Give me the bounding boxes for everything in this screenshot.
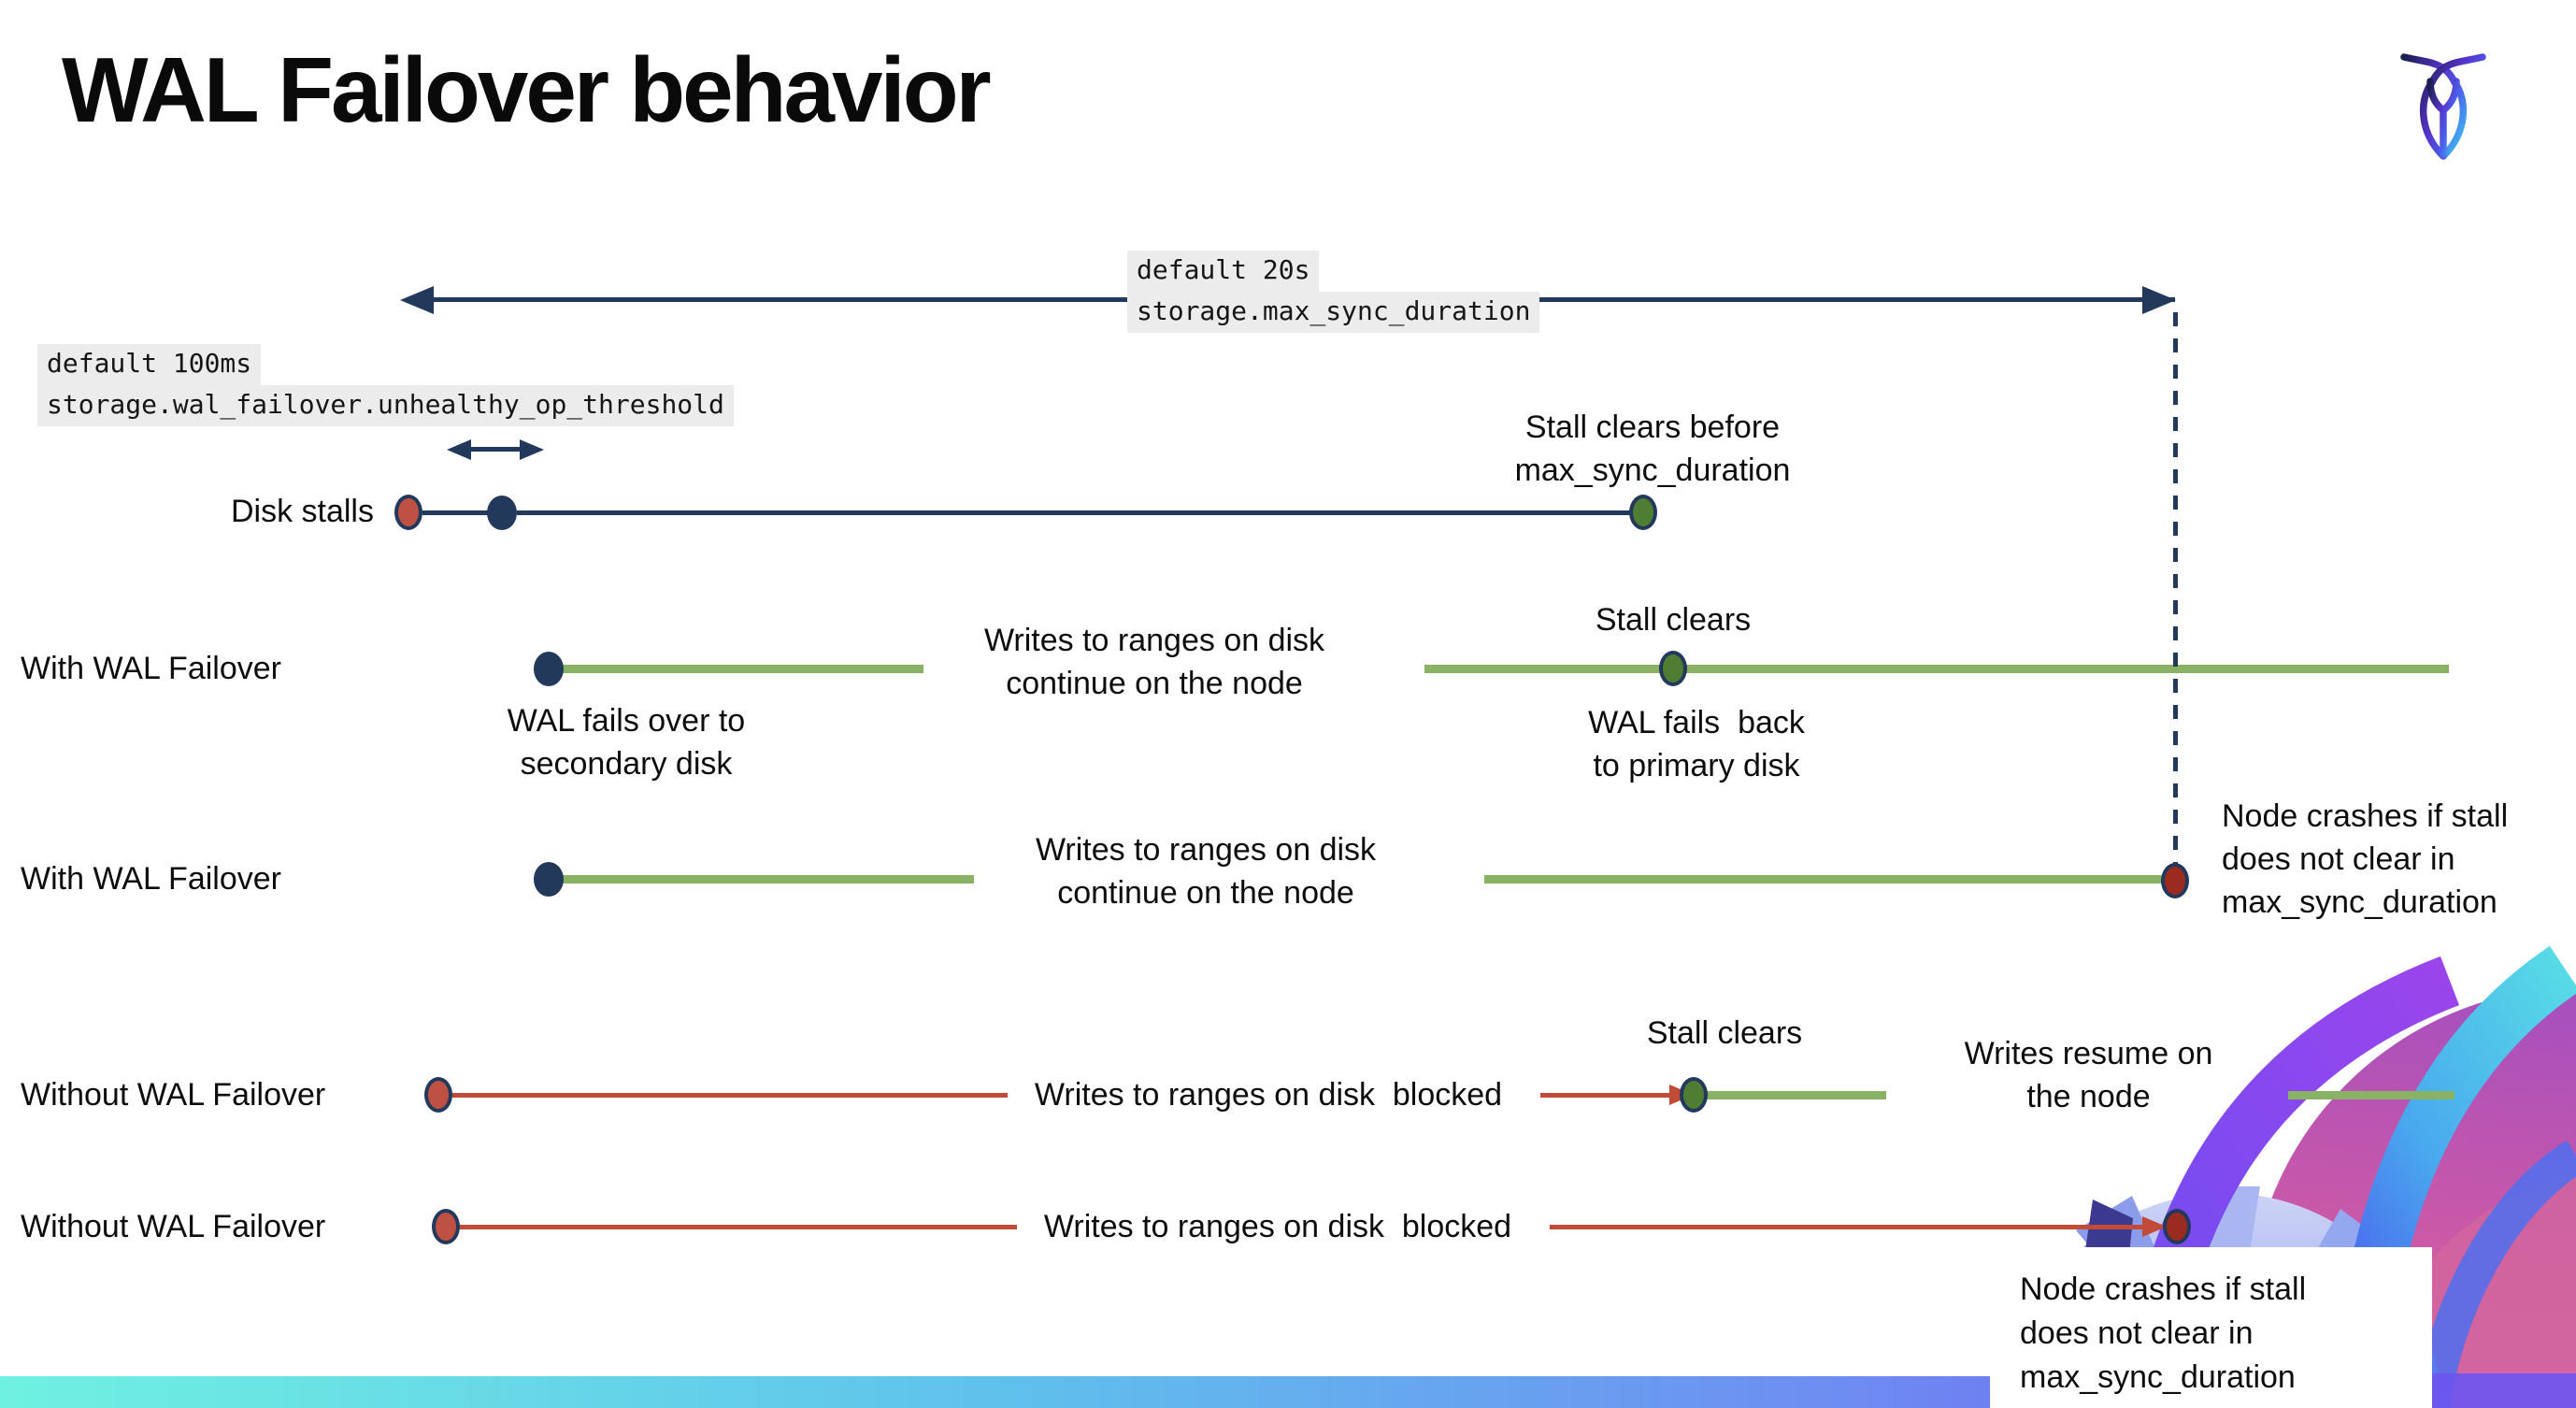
writes-resume-note: Writes resume on the node (1964, 1036, 2213, 1114)
stall-clears-label-3: Stall clears (1646, 1015, 1803, 1051)
writes-blocked-note-2: Writes to ranges on disk blocked (1043, 1209, 1512, 1244)
threshold-default-value: default 100ms (37, 344, 262, 385)
failover-dot-2 (534, 862, 564, 897)
stall-clears-dot (1629, 495, 1657, 530)
max-sync-default-value: default 20s (1127, 251, 1320, 292)
blocked-arrowhead-icon-2 (2142, 1216, 2167, 1237)
page-title: WAL Failover behavior (62, 38, 992, 141)
threshold-span-line (467, 447, 522, 452)
max-sync-setting-name: storage.max_sync_duration (1127, 292, 1540, 333)
row-label-with-wal-failover-2: With WAL Failover (21, 861, 281, 897)
stall-clears-dot-2 (1659, 651, 1687, 686)
writes-continue-note: Writes to ranges on disk continue on the… (983, 623, 1325, 701)
stall-clears-label-2: Stall clears (1595, 602, 1752, 638)
node-crash-dot-2 (2163, 1209, 2191, 1244)
stall-start-dot-2 (424, 1077, 452, 1113)
stall-clears-dot-3 (1680, 1077, 1708, 1113)
writes-blocked-line-2b (1550, 1225, 2142, 1229)
row-label-without-wal-failover-1: Without WAL Failover (21, 1077, 326, 1113)
row-label-without-wal-failover-2: Without WAL Failover (21, 1209, 326, 1244)
stall-duration-line (517, 510, 1643, 515)
writes-continue-line-2a (561, 875, 974, 884)
threshold-arrowhead-left-icon (447, 439, 471, 460)
stall-start-dot-3 (432, 1209, 460, 1244)
stall-clears-before-note: Stall clears before max_sync_duration (1514, 409, 1791, 488)
node-crash-note: Node crashes if stall does not clear in … (2222, 798, 2509, 920)
threshold-arrowhead-right-icon (520, 439, 544, 460)
arrowhead-right-icon (2142, 286, 2176, 314)
row-label-with-wal-failover-1: With WAL Failover (21, 651, 281, 686)
arrowhead-left-icon (400, 286, 434, 314)
writes-continue-line-a (561, 665, 923, 673)
cockroachdb-logo-icon (2400, 53, 2486, 160)
stall-start-dot (394, 495, 422, 530)
max-sync-deadline-dashed-line (2173, 312, 2178, 871)
wal-fails-over-note: WAL fails over to secondary disk (507, 703, 746, 782)
row-label-disk-stalls: Disk stalls (230, 494, 374, 529)
threshold-setting-name: storage.wal_failover.unhealthy_op_thresh… (37, 385, 734, 426)
node-crash-note-2: Node crashes if stall does not clear in … (2020, 1272, 2307, 1395)
writes-blocked-line-b (1540, 1093, 1669, 1098)
threshold-segment-line (422, 510, 505, 515)
writes-continue-line-b (1424, 665, 1673, 673)
node-crash-caption-box: Node crashes if stall does not clear in … (1990, 1247, 2432, 1408)
unhealthy-op-threshold-callout: default 100ms storage.wal_failover.unhea… (37, 344, 734, 426)
wal-fails-back-note: WAL fails back to primary disk (1588, 705, 1805, 783)
writes-continue-line-c (1684, 665, 2449, 673)
writes-blocked-line-2a (460, 1225, 1017, 1229)
writes-continue-line-2b (1484, 875, 2170, 884)
writes-resume-line-a (1707, 1091, 1886, 1099)
max-sync-duration-callout: default 20s storage.max_sync_duration (1127, 251, 1540, 333)
node-crash-dot (2161, 863, 2189, 898)
failover-dot (534, 652, 564, 686)
writes-blocked-line-a (452, 1093, 1008, 1098)
writes-blocked-note: Writes to ranges on disk blocked (1034, 1077, 1503, 1113)
writes-resume-line-b (2288, 1091, 2454, 1099)
writes-continue-note-2: Writes to ranges on disk continue on the… (1035, 832, 1377, 911)
failover-trigger-dot (487, 496, 517, 530)
